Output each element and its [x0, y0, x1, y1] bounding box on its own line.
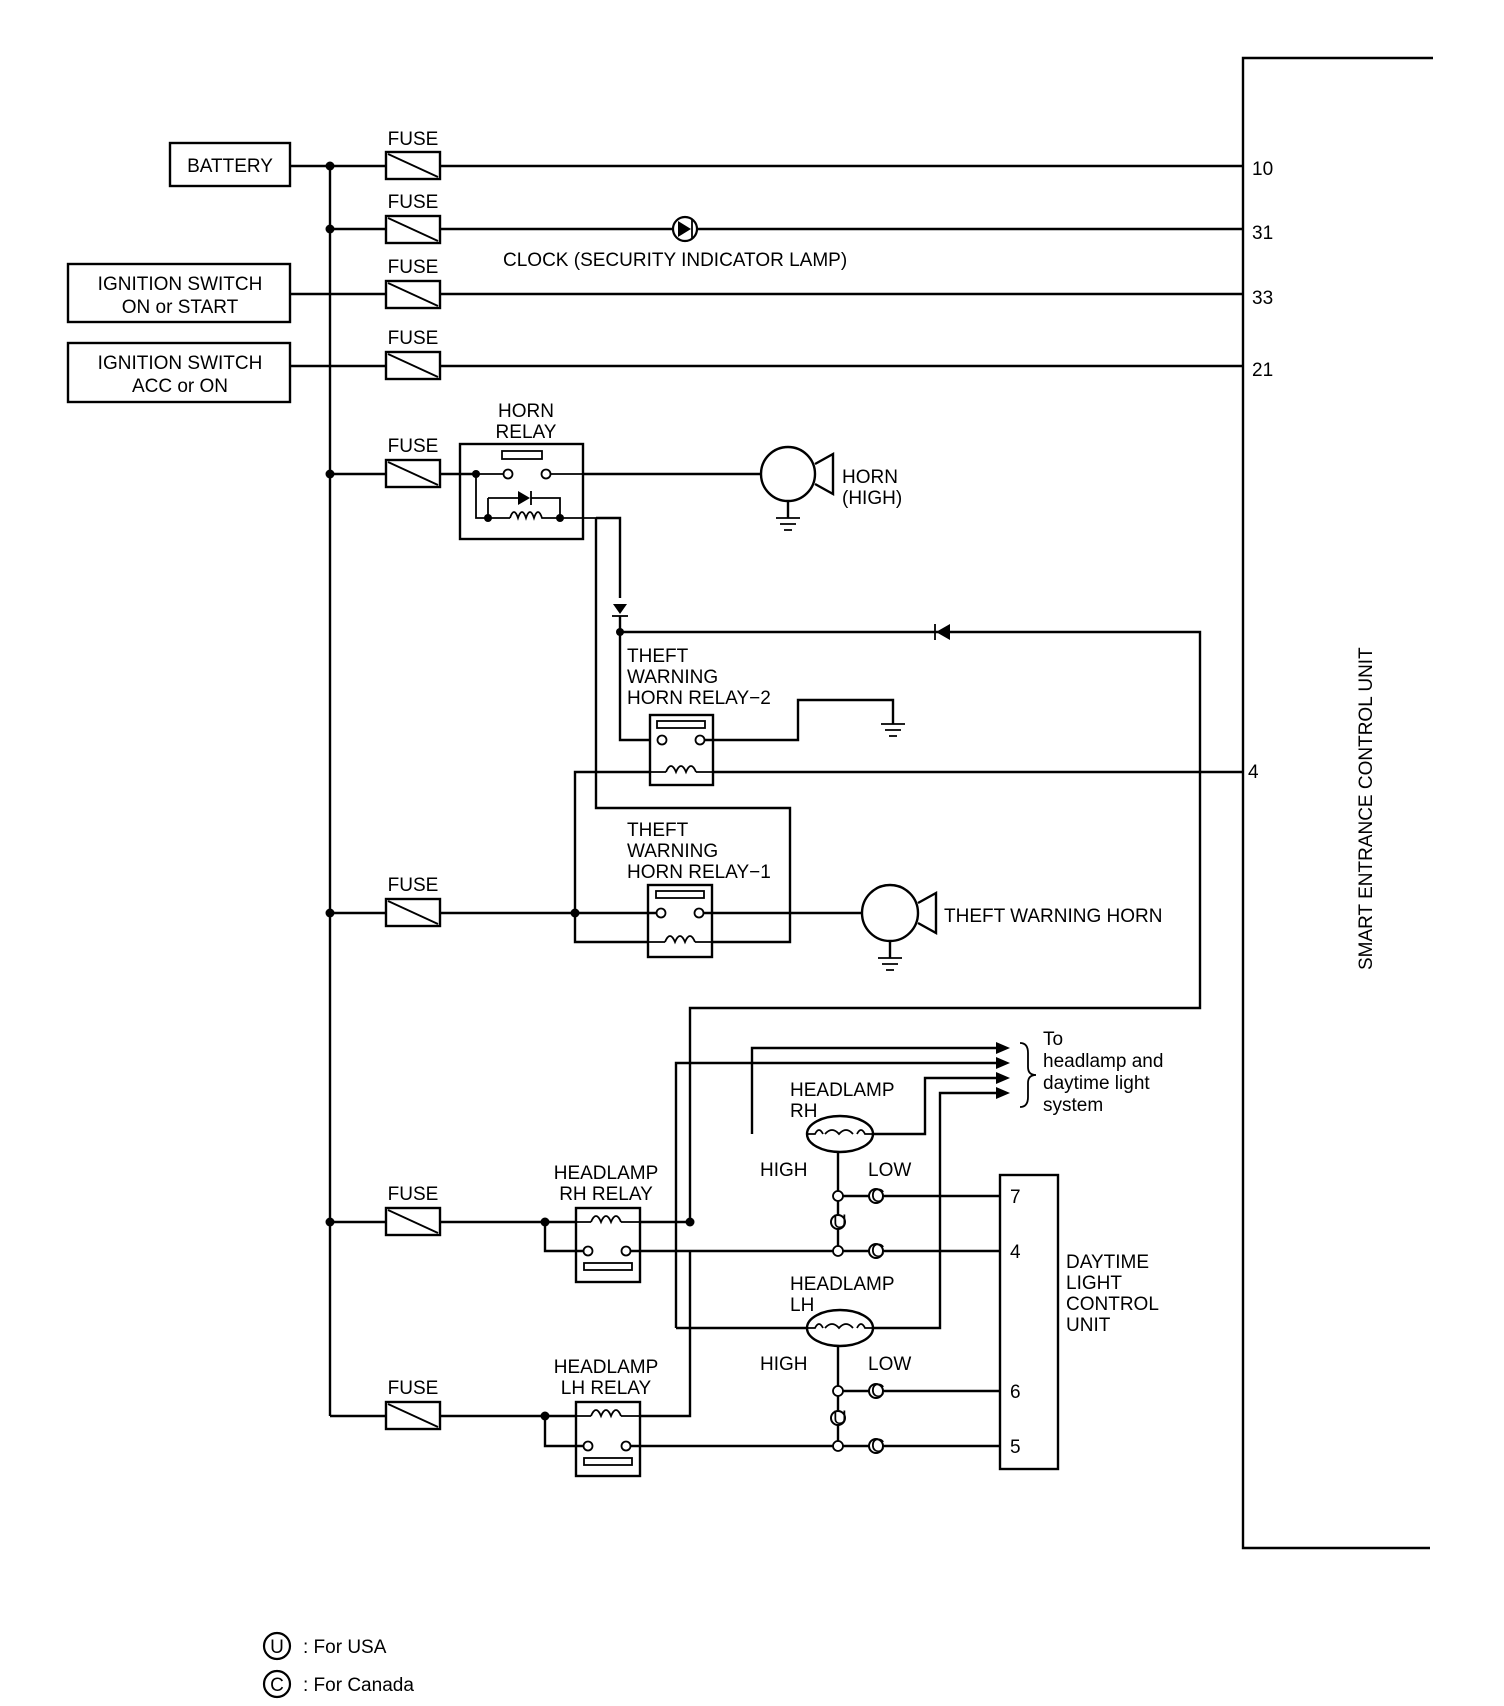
secu-pin-33: 33: [1252, 288, 1273, 309]
dtl-line1: DAYTIME: [1066, 1252, 1149, 1273]
dtl-line4: UNIT: [1066, 1315, 1111, 1336]
horn-relay-line1: HORN: [498, 401, 554, 422]
theft-warning-horn: THEFT WARNING HORN: [860, 883, 1163, 971]
ign-on-start-line2: ON or START: [122, 297, 239, 318]
fuse-2-label: FUSE: [388, 192, 439, 213]
legend-canada-symbol: C: [270, 1675, 284, 1696]
lh-relay-line2: LH RELAY: [561, 1378, 652, 1399]
ign-on-start-line1: IGNITION SWITCH: [98, 274, 263, 295]
fuse-5-label: FUSE: [388, 436, 439, 457]
rh-high-label: HIGH: [760, 1160, 808, 1181]
legend: U : For USA C : For Canada: [262, 1631, 414, 1699]
headlamp-lh-line2: LH: [790, 1295, 814, 1316]
legend-usa-text: : For USA: [303, 1637, 387, 1658]
usa-symbol-lh: U: [830, 1408, 847, 1429]
daytime-light-control-unit: 7 4 6 5 DAYTIME LIGHT CONTROL UNIT: [998, 1173, 1159, 1471]
legend-usa: U : For USA: [262, 1631, 387, 1661]
canada-symbol-lh-1: C: [868, 1381, 885, 1402]
dtl-line3: CONTROL: [1066, 1294, 1159, 1315]
secu-pin-4: 4: [1248, 762, 1259, 783]
dtl-pin-7: 7: [1010, 1187, 1021, 1208]
fuse-1: FUSE: [384, 129, 442, 181]
to-headlamp-line3: daytime light: [1043, 1073, 1150, 1094]
headlamp-lh: HEADLAMP LH HIGH LOW: [760, 1274, 911, 1375]
svg-text:U: U: [833, 1212, 847, 1233]
fuse-5: FUSE: [384, 436, 442, 489]
dtl-pin-6: 6: [1010, 1382, 1021, 1403]
headlamp-rh-line1: HEADLAMP: [790, 1080, 895, 1101]
lh-low-label: LOW: [868, 1354, 911, 1375]
legend-canada: C : For Canada: [262, 1669, 414, 1699]
theft-relay-1-line2: WARNING: [627, 841, 718, 862]
theft-relay-2-line3: HORN RELAY−2: [627, 688, 771, 709]
to-headlamp-line2: headlamp and: [1043, 1051, 1163, 1072]
ignition-switch-on-start: IGNITION SWITCH ON or START: [66, 262, 292, 324]
headlamp-lh-line1: HEADLAMP: [790, 1274, 895, 1295]
to-headlamp-line4: system: [1043, 1095, 1103, 1116]
secu-title: SMART ENTRANCE CONTROL UNIT: [1356, 647, 1377, 970]
canada-symbol-rh-1: C: [868, 1186, 885, 1207]
theft-relay-1-line1: THEFT: [627, 820, 689, 841]
svg-text:C: C: [871, 1381, 885, 1402]
dtl-line2: LIGHT: [1066, 1273, 1122, 1294]
theft-warning-horn-relay-1: THEFT WARNING HORN RELAY−1: [627, 820, 771, 959]
to-headlamp-note: To headlamp and daytime light system: [1043, 1029, 1163, 1116]
horn-high: HORN (HIGH): [759, 445, 902, 531]
smart-entrance-control-unit: SMART ENTRANCE CONTROL UNIT 10 31 33 21 …: [1241, 56, 1433, 1550]
canada-symbol-rh-2: C: [868, 1241, 885, 1262]
dtl-pin-5: 5: [1010, 1437, 1021, 1458]
clock-label: CLOCK (SECURITY INDICATOR LAMP): [503, 250, 847, 271]
svg-text:C: C: [871, 1186, 885, 1207]
rh-relay-line2: RH RELAY: [559, 1184, 653, 1205]
headlamp-rh: HEADLAMP RH HIGH LOW: [760, 1080, 911, 1181]
clock-security-indicator-lamp: CLOCK (SECURITY INDICATOR LAMP): [503, 215, 847, 271]
svg-text:U: U: [833, 1408, 847, 1429]
fuse-4: FUSE: [384, 328, 442, 381]
fuse-7-label: FUSE: [388, 1184, 439, 1205]
fuse-8-label: FUSE: [388, 1378, 439, 1399]
secu-pin-21: 21: [1252, 360, 1273, 381]
horn-high-line2: (HIGH): [842, 488, 902, 509]
fuse-6: FUSE: [384, 875, 442, 928]
fuse-7: FUSE: [384, 1184, 442, 1237]
secu-pin-31: 31: [1252, 223, 1273, 244]
fuse-1-label: FUSE: [388, 129, 439, 150]
ign-acc-on-line2: ACC or ON: [132, 376, 228, 397]
svg-text:C: C: [871, 1436, 885, 1457]
fuse-2: FUSE: [384, 192, 442, 245]
rh-low-label: LOW: [868, 1160, 911, 1181]
horn-high-line1: HORN: [842, 467, 898, 488]
fuse-3: FUSE: [384, 257, 442, 310]
legend-canada-text: : For Canada: [303, 1675, 414, 1696]
lh-relay-line1: HEADLAMP: [554, 1357, 659, 1378]
usa-symbol-rh: U: [830, 1212, 847, 1233]
theft-horn-label: THEFT WARNING HORN: [944, 906, 1163, 927]
svg-text:C: C: [871, 1241, 885, 1262]
theft-warning-horn-relay-2: THEFT WARNING HORN RELAY−2: [627, 646, 771, 787]
battery-label: BATTERY: [187, 156, 273, 177]
ign-acc-on-line1: IGNITION SWITCH: [98, 353, 263, 374]
legend-usa-symbol: U: [270, 1637, 284, 1658]
headlamp-rh-line2: RH: [790, 1101, 817, 1122]
secu-pin-10: 10: [1252, 159, 1273, 180]
headlamp-rh-relay: HEADLAMP RH RELAY: [554, 1163, 659, 1284]
fuse-3-label: FUSE: [388, 257, 439, 278]
ignition-switch-acc-on: IGNITION SWITCH ACC or ON: [66, 341, 292, 404]
rh-relay-line1: HEADLAMP: [554, 1163, 659, 1184]
horn-relay: HORN RELAY: [458, 401, 596, 541]
horn-relay-line2: RELAY: [496, 422, 557, 443]
to-headlamp-line1: To: [1043, 1029, 1063, 1050]
lh-high-label: HIGH: [760, 1354, 808, 1375]
fuse-4-label: FUSE: [388, 328, 439, 349]
headlamp-lh-relay: HEADLAMP LH RELAY: [554, 1357, 659, 1478]
fuse-6-label: FUSE: [388, 875, 439, 896]
theft-relay-2-line2: WARNING: [627, 667, 718, 688]
battery: BATTERY: [168, 141, 292, 188]
theft-relay-2-line1: THEFT: [627, 646, 689, 667]
fuse-8: FUSE: [384, 1378, 442, 1431]
canada-symbol-lh-2: C: [868, 1436, 885, 1457]
theft-relay-1-line3: HORN RELAY−1: [627, 862, 771, 883]
dtl-pin-4: 4: [1010, 1242, 1021, 1263]
